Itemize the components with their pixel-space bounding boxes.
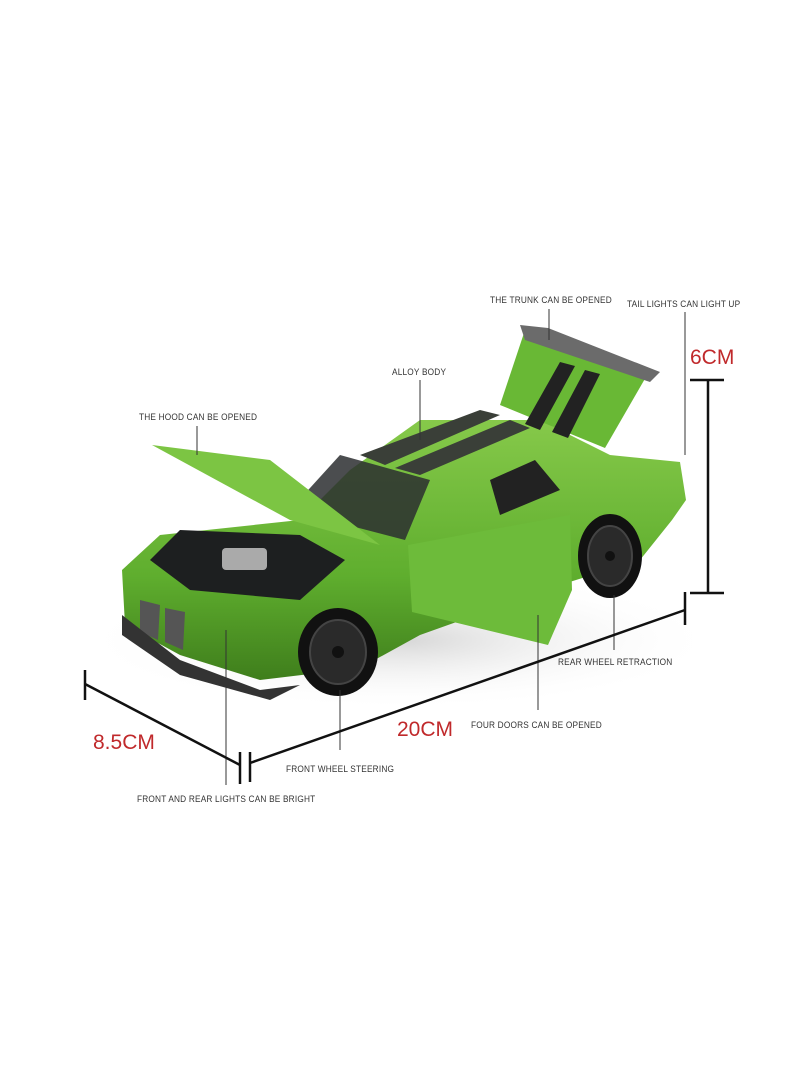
callout-front-wheel: FRONT WHEEL STEERING (286, 764, 395, 774)
front-stripe (165, 608, 185, 650)
front-splitter (122, 615, 300, 700)
callout-rear-wheel: REAR WHEEL RETRACTION (558, 657, 673, 667)
trunk-stripe (525, 362, 575, 430)
callout-doors: FOUR DOORS CAN BE OPENED (471, 720, 602, 730)
dimension-height: 6CM (690, 346, 735, 369)
roof-stripe (360, 410, 500, 465)
leader-lines (196, 309, 686, 785)
front-wheel (298, 608, 378, 696)
spoiler (520, 325, 660, 382)
callout-hood: THE HOOD CAN BE OPENED (139, 412, 258, 422)
callout-lights: FRONT AND REAR LIGHTS CAN BE BRIGHT (137, 794, 316, 804)
engine-cover (222, 548, 267, 570)
rear-wheel (578, 514, 642, 598)
roof-stripe (395, 420, 530, 475)
trunk-stripe (552, 370, 600, 438)
callout-trunk: THE TRUNK CAN BE OPENED (490, 295, 612, 305)
dimension-lines (83, 378, 724, 784)
dimension-width: 8.5CM (93, 731, 155, 754)
callout-tail-lights: TAIL LIGHTS CAN LIGHT UP (627, 299, 741, 309)
open-door (408, 515, 572, 645)
dimension-length: 20CM (397, 718, 454, 741)
side-window (490, 460, 560, 515)
callout-alloy-body: ALLOY BODY (392, 367, 447, 377)
open-hood (152, 445, 380, 545)
front-stripe (140, 600, 160, 640)
